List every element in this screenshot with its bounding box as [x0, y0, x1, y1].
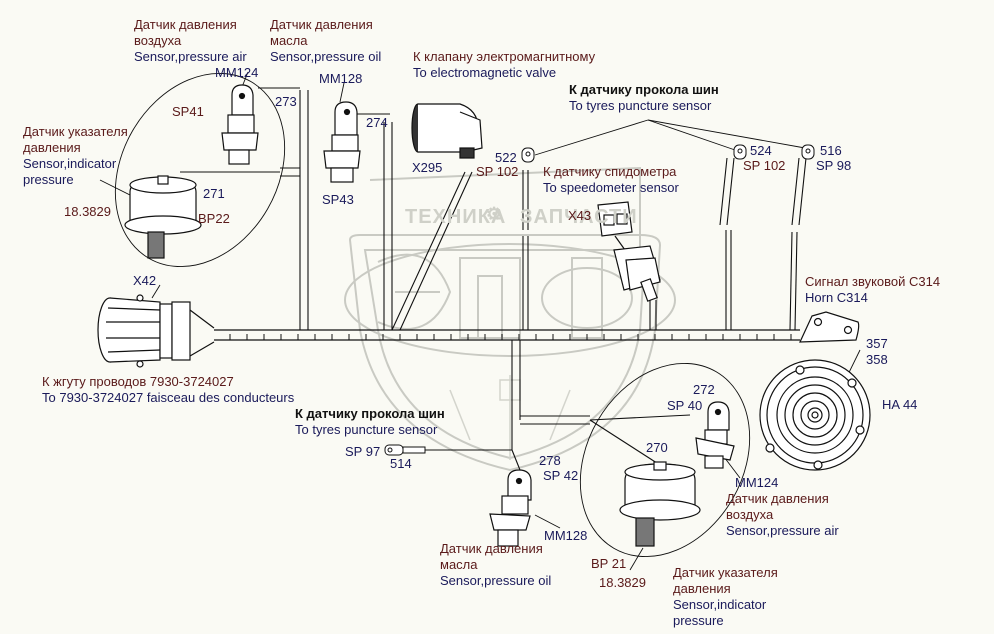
tag-wire-357: 357	[866, 336, 888, 351]
watermark-text-right: ЗАПЧАСТИ	[520, 206, 638, 228]
label-indicator-top: Датчик указателя давления Sensor,indicat…	[23, 124, 128, 188]
label-ru-line: К датчику прокола шин	[569, 82, 719, 97]
tag-wire-273: 273	[275, 94, 297, 109]
indicator-sensor-top	[124, 175, 202, 259]
tag-18-3829-top: 18.3829	[64, 204, 111, 219]
tag-x43: X43	[568, 208, 592, 223]
label-ru-line1: Датчик давления	[270, 17, 373, 32]
label-ru-line1: Датчик давления	[726, 491, 829, 506]
speedometer-connector-x43	[597, 201, 661, 302]
tag-mm124-top: MM124	[215, 65, 259, 80]
tyre-eyelet-sp97	[384, 444, 426, 456]
label-ru-line1: Датчик указателя	[673, 565, 778, 580]
label-ru-line: Сигнал звуковой С314	[805, 274, 941, 289]
pressure-sensor-air-top	[221, 84, 259, 165]
label-ru-line: К датчику прокола шин	[295, 406, 445, 421]
label-en-line: To 7930-3724027 faisceau des conducteurs	[42, 390, 295, 405]
label-ru-line1: Датчик давления	[440, 541, 543, 556]
tag-sp42: SP 42	[543, 468, 579, 483]
tag-wire-516: 516	[820, 143, 842, 158]
harness-ticks	[229, 334, 792, 340]
tag-wire-358: 358	[866, 352, 888, 367]
label-speedometer: К датчику спидометра To speedometer sens…	[543, 164, 679, 196]
branch-wires	[180, 87, 807, 471]
label-en-line: To tyres puncture sensor	[295, 422, 438, 437]
tag-sp102-a: SP 102	[476, 164, 519, 179]
watermark-letters	[377, 253, 633, 339]
pressure-sensor-air-bottom	[695, 401, 735, 469]
tag-sp40: SP 40	[667, 398, 703, 413]
label-ru-line: К клапану электромагнитному	[413, 49, 596, 64]
pressure-sensor-oil-bottom	[489, 469, 532, 547]
label-sensor-air-bottom: Датчик давления воздуха Sensor,pressure …	[726, 491, 839, 539]
label-indicator-bottom: Датчик указателя давления Sensor,indicat…	[673, 565, 778, 629]
label-en-line: Sensor,pressure air	[134, 49, 247, 64]
tyre-eyelets	[521, 144, 815, 163]
label-ru-line2: масла	[270, 33, 308, 48]
label-ru-line2: масла	[440, 557, 478, 572]
label-en-line: To tyres puncture sensor	[569, 98, 712, 113]
label-en-line: To speedometer sensor	[543, 180, 679, 195]
label-sensor-air-top: Датчик давления воздуха Sensor,pressure …	[134, 17, 247, 65]
label-ru-line2: давления	[23, 140, 81, 155]
label-tyres-top: К датчику прокола шин To tyres puncture …	[569, 82, 719, 114]
label-ru-line1: Датчик давления	[134, 17, 237, 32]
valve-connector-x295	[411, 103, 483, 159]
label-valve: К клапану электромагнитному To electroma…	[413, 49, 595, 81]
tag-ha44: HA 44	[882, 397, 918, 412]
tag-wire-271: 271	[203, 186, 225, 201]
tag-sp43: SP43	[322, 192, 354, 207]
tag-bp22: BP22	[198, 211, 230, 226]
tag-wire-272: 272	[693, 382, 715, 397]
label-ru-line2: воздуха	[726, 507, 774, 522]
gear-icon: ⚙	[486, 204, 504, 224]
tag-wire-270: 270	[646, 440, 668, 455]
label-en-line1: Sensor,indicator	[23, 156, 117, 171]
label-ru-line2: воздуха	[134, 33, 182, 48]
tag-x42: X42	[133, 273, 157, 288]
label-en-line2: pressure	[673, 613, 724, 628]
tag-wire-274: 274	[366, 115, 388, 130]
label-horn: Сигнал звуковой С314 Horn C314	[805, 274, 940, 306]
tag-wire-524: 524	[750, 143, 772, 158]
tag-mm124-bottom: MM124	[735, 475, 779, 490]
tag-wire-278: 278	[539, 453, 561, 468]
tag-sp41: SP41	[172, 104, 204, 119]
label-en-line1: Sensor,indicator	[673, 597, 767, 612]
label-harness: К жгуту проводов 7930-3724027 To 7930-37…	[42, 374, 294, 406]
tag-mm128-top: MM128	[319, 71, 363, 86]
main-harness	[189, 309, 800, 357]
watermark-wheat	[449, 375, 571, 460]
tag-18-3829-bottom: 18.3829	[599, 575, 646, 590]
label-en-line: Sensor,pressure oil	[270, 49, 382, 64]
label-tyres-bottom: К датчику прокола шин To tyres puncture …	[295, 406, 445, 438]
tag-sp97: SP 97	[345, 444, 381, 459]
tag-sp102-b: SP 102	[743, 158, 786, 173]
tag-wire-522: 522	[495, 150, 517, 165]
tag-mm128-bottom: MM128	[544, 528, 588, 543]
pressure-sensor-oil-top	[323, 101, 361, 183]
label-en-line: Sensor,pressure oil	[440, 573, 552, 588]
indicator-sensor-bottom	[619, 461, 701, 547]
label-sensor-oil-top: Датчик давления масла Sensor,pressure oi…	[270, 17, 381, 65]
label-en-line2: pressure	[23, 172, 74, 187]
label-ru-line1: Датчик указателя	[23, 124, 128, 139]
label-sensor-oil-bottom: Датчик давления масла Sensor,pressure oi…	[440, 541, 551, 589]
label-en-line: Sensor,pressure air	[726, 523, 839, 538]
tag-x295: X295	[412, 160, 443, 175]
label-en-line: To electromagnetic valve	[413, 65, 557, 80]
label-ru-line2: давления	[673, 581, 731, 596]
horn-c314	[759, 311, 871, 471]
tag-bp21: BP 21	[591, 556, 627, 571]
label-ru-line: К датчику спидометра	[543, 164, 677, 179]
watermark-text-left: ТЕХНИКА	[405, 206, 507, 228]
tag-sp98: SP 98	[816, 158, 852, 173]
sensor-group-bottom-outline	[579, 362, 751, 558]
label-en-line: Horn C314	[805, 290, 868, 305]
harness-connector-x42	[97, 294, 191, 368]
tag-wire-514: 514	[390, 456, 412, 471]
label-ru-line: К жгуту проводов 7930-3724027	[42, 374, 234, 389]
